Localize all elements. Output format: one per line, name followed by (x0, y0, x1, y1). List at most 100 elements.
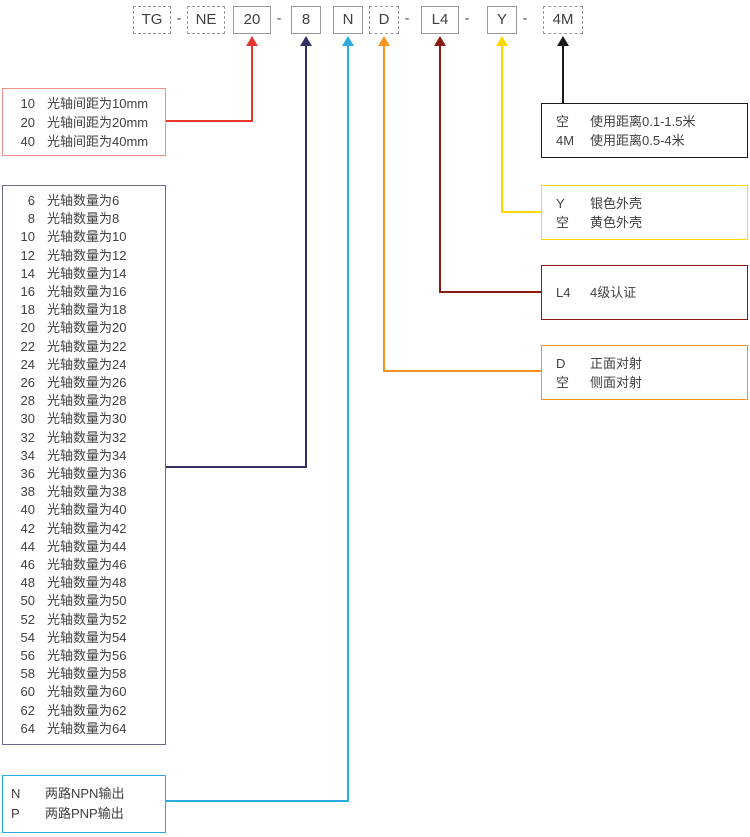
legend-desc: 光轴数量为22 (47, 338, 127, 354)
legend-row: 20 光轴数量为20 (11, 319, 165, 337)
legend-code: 56 (20, 648, 35, 664)
legend-row: 空 使用距离0.1-1.5米 (556, 112, 747, 131)
legend-code: 6 (27, 192, 35, 208)
legend-desc: 光轴数量为40 (47, 502, 127, 518)
legend-desc: 光轴数量为44 (47, 538, 127, 554)
housing-connector-vline (501, 46, 503, 213)
legend-row: 32 光轴数量为32 (11, 429, 165, 447)
model-dash-5: - (522, 10, 528, 27)
legend-code: 14 (20, 265, 35, 281)
legend-code: 12 (20, 247, 35, 263)
legend-code: 58 (20, 666, 35, 682)
legend-desc: 光轴数量为30 (47, 411, 127, 427)
legend-code: 空 (556, 113, 570, 129)
legend-desc: 光轴数量为24 (47, 356, 127, 372)
count-connector-hline (166, 466, 307, 468)
legend-code: P (11, 806, 20, 821)
count-connector-vline (305, 46, 307, 468)
legend-code: 36 (20, 466, 35, 481)
legend-row: 空 黄色外壳 (556, 213, 747, 232)
distance-connector-vline (562, 46, 564, 103)
legend-desc: 光轴数量为26 (47, 374, 127, 390)
legend-desc: 光轴数量为54 (47, 629, 127, 645)
legend-code: 40 (20, 133, 35, 149)
model-segment-output: N (333, 6, 363, 34)
legend-desc: 使用距离0.1-1.5米 (590, 113, 696, 129)
legend-row: 40 光轴数量为40 (11, 501, 165, 519)
legend-beam-pitch: 10 光轴间距为10mm 20 光轴间距为20mm 40 光轴间距为40mm (2, 88, 166, 156)
legend-code: 28 (20, 393, 35, 409)
legend-desc: 光轴数量为36 (47, 466, 127, 481)
legend-code: 22 (20, 338, 35, 354)
legend-code: 44 (20, 538, 35, 554)
legend-row: 空 侧面对射 (556, 373, 747, 392)
legend-code: 空 (556, 214, 570, 230)
legend-desc: 光轴数量为58 (47, 666, 127, 682)
legend-desc: 光轴数量为62 (47, 702, 127, 718)
legend-desc: 光轴数量为6 (47, 192, 120, 208)
legend-row: 50 光轴数量为50 (11, 592, 165, 610)
legend-row: 58 光轴数量为58 (11, 665, 165, 683)
legend-desc: 光轴数量为56 (47, 648, 127, 664)
legend-row: 18 光轴数量为18 (11, 301, 165, 319)
legend-row: 44 光轴数量为44 (11, 538, 165, 556)
legend-desc: 光轴数量为38 (47, 484, 127, 500)
legend-desc: 4级认证 (590, 285, 637, 300)
output-connector-vline (347, 46, 349, 802)
legend-row: 42 光轴数量为42 (11, 520, 165, 538)
legend-row: 40 光轴间距为40mm (11, 132, 165, 151)
legend-row: L4 4级认证 (556, 283, 747, 302)
legend-desc: 光轴数量为16 (47, 283, 127, 299)
legend-code: 10 (20, 229, 35, 245)
housing-arrow-icon (496, 36, 508, 46)
legend-row: 60 光轴数量为60 (11, 683, 165, 701)
legend-code: L4 (556, 285, 571, 300)
legend-desc: 光轴数量为8 (47, 211, 120, 227)
legend-desc: 两路PNP输出 (45, 806, 124, 821)
model-segment-pitch: 20 (233, 6, 271, 34)
cert-arrow-icon (434, 36, 446, 46)
legend-beam-count: 6 光轴数量为6 8 光轴数量为8 10 光轴数量为10 12 光轴数量为12 … (2, 185, 166, 745)
legend-code: 30 (20, 411, 35, 427)
legend-distance: 空 使用距离0.1-1.5米 4M 使用距离0.5-4米 (541, 103, 748, 158)
legend-code: 62 (20, 702, 35, 718)
legend-row: 38 光轴数量为38 (11, 483, 165, 501)
legend-row: 64 光轴数量为64 (11, 720, 165, 738)
legend-desc: 黄色外壳 (590, 214, 643, 230)
legend-code: 60 (20, 684, 35, 700)
legend-desc: 光轴数量为52 (47, 611, 127, 627)
legend-desc: 光轴数量为28 (47, 393, 127, 409)
legend-row: P 两路PNP输出 (11, 804, 165, 824)
legend-row: N 两路NPN输出 (11, 784, 165, 804)
model-segment-distance: 4M (543, 6, 583, 34)
legend-row: 6 光轴数量为6 (11, 192, 165, 210)
legend-code: 42 (20, 520, 35, 536)
legend-row: 56 光轴数量为56 (11, 647, 165, 665)
legend-row: 8 光轴数量为8 (11, 210, 165, 228)
legend-code: 50 (20, 593, 35, 609)
legend-desc: 光轴数量为20 (47, 320, 127, 336)
direction-arrow-icon (378, 36, 390, 46)
legend-output-type: N 两路NPN输出 P 两路PNP输出 (2, 775, 166, 833)
legend-row: 22 光轴数量为22 (11, 338, 165, 356)
legend-code: 40 (20, 502, 35, 518)
legend-row: 48 光轴数量为48 (11, 574, 165, 592)
model-dash-2: - (276, 10, 282, 27)
legend-desc: 光轴数量为60 (47, 684, 127, 700)
legend-desc: 侧面对射 (590, 374, 643, 390)
legend-desc: 使用距离0.5-4米 (590, 132, 685, 148)
legend-desc: 光轴数量为50 (47, 593, 127, 609)
legend-row: 12 光轴数量为12 (11, 247, 165, 265)
legend-desc: 光轴数量为10 (47, 229, 127, 245)
legend-code: 48 (20, 575, 35, 591)
legend-desc: 光轴数量为32 (47, 429, 127, 445)
direction-connector-vline (383, 46, 385, 372)
legend-row: 62 光轴数量为62 (11, 702, 165, 720)
legend-desc: 光轴数量为64 (47, 720, 127, 736)
legend-desc: 银色外壳 (590, 195, 643, 211)
cert-connector-vline (439, 46, 441, 293)
legend-row: 24 光轴数量为24 (11, 356, 165, 374)
legend-code: 20 (20, 114, 35, 130)
legend-row: 36 光轴数量为36 (11, 465, 165, 483)
